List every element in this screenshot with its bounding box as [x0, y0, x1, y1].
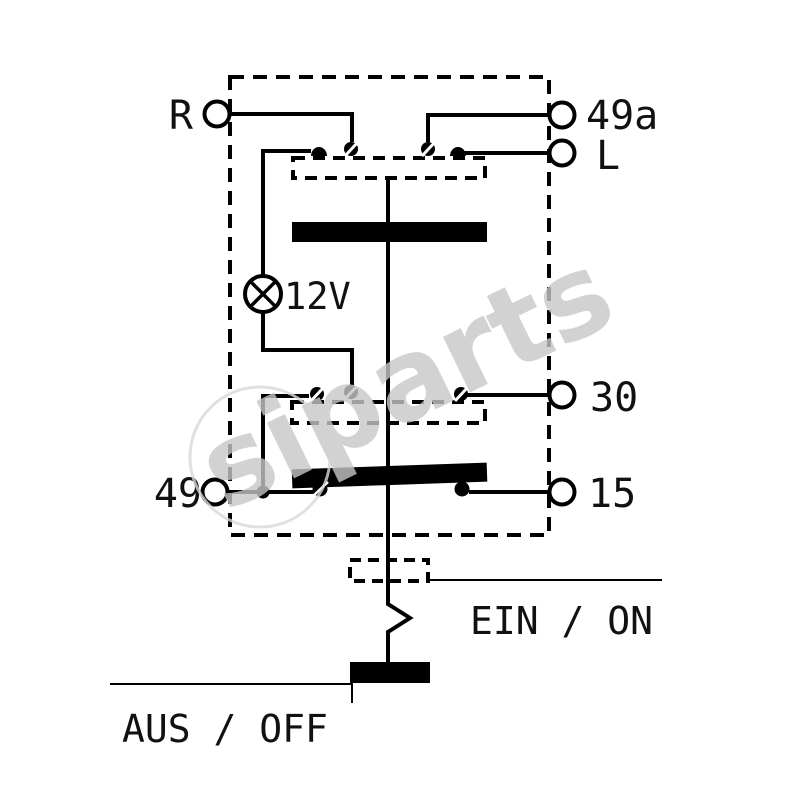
lamp-cross-icon [249, 280, 277, 308]
terminal-label-15: 15 [588, 471, 636, 517]
bridge-bar-bottom [291, 462, 488, 489]
wire-lamp-to-contact [261, 312, 354, 385]
contact-carrier-top-box [291, 156, 487, 180]
actuator: EIN / ON AUS / OFF [110, 579, 662, 751]
contact-slash-icon [420, 140, 437, 158]
terminal-label-49: 49 [154, 471, 202, 517]
terminal-circle-49a [547, 100, 577, 130]
wire-terminal-r [230, 112, 354, 142]
contact-slash-icon [309, 385, 326, 403]
contact-carrier-middle-box [290, 400, 487, 425]
contact-slash-icon [453, 385, 470, 403]
contact-slash-icon [343, 140, 360, 158]
terminal-label-49a: 49a [586, 93, 658, 139]
contact-dome-icon [454, 481, 470, 497]
wire-actuator-shaft-with-spring-kink [386, 178, 414, 663]
contact-slash-icon [343, 383, 360, 401]
wire-terminal-49a [426, 113, 549, 142]
terminal-circle-15 [547, 477, 577, 507]
state-label-off: AUS / OFF [122, 707, 328, 751]
terminal-label-l: L [596, 133, 620, 179]
bridge-bar-top [292, 222, 487, 242]
contact-dome-icon [450, 147, 466, 156]
indicator-lamp: 12V [243, 274, 351, 318]
terminal-circle-l [547, 138, 577, 168]
actuator-knob [350, 662, 430, 683]
contact-dome-icon [311, 147, 327, 156]
actuator-coupler-box [348, 558, 430, 583]
watermark-ring-icon [188, 385, 332, 529]
state-label-on: EIN / ON [470, 599, 653, 643]
terminal-circle-30 [547, 380, 577, 410]
terminal-circle-49 [200, 477, 230, 507]
component-outline-box [228, 75, 551, 537]
contact-row-top [311, 140, 466, 158]
wire-junction-dot [256, 485, 270, 499]
lamp-voltage-label: 12V [284, 275, 351, 318]
contact-row-middle [309, 383, 470, 403]
terminals: R 49a L 30 15 49 [154, 93, 658, 517]
terminal-label-30: 30 [590, 375, 638, 421]
terminal-circle-r [202, 99, 232, 129]
wire-lamp-feed [261, 149, 311, 277]
terminal-label-r: R [169, 93, 194, 139]
